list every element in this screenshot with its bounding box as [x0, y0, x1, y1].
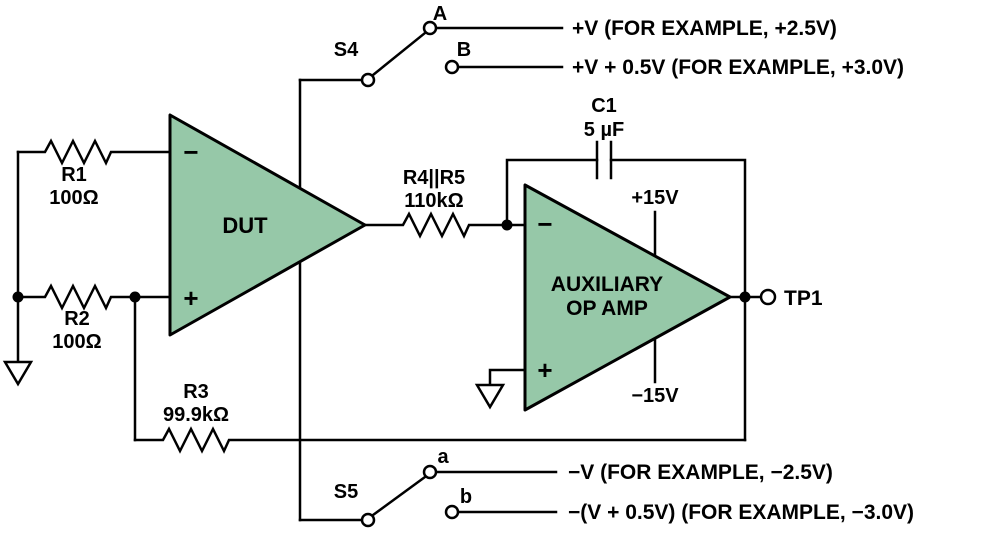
ground-symbol-aux	[474, 383, 506, 410]
r2-name-label: R2	[64, 308, 90, 330]
supply-neg-a-label: −V (FOR EXAMPLE, −2.5V)	[568, 461, 833, 484]
s5-switch-arm	[371, 475, 427, 517]
wire-aux-plus-ground	[488, 368, 527, 387]
r4r5-name-label: R4||R5	[403, 167, 465, 189]
dut-minus-input-label: −	[183, 137, 198, 167]
junction-dot-feedback	[129, 291, 141, 303]
s4-label: S4	[334, 39, 359, 61]
s4-contact-a-label: A	[433, 3, 447, 25]
wires	[16, 26, 763, 522]
s5-label: S5	[334, 481, 358, 503]
junction-dot-aux-input	[501, 219, 513, 231]
s4-switch-arm	[371, 31, 427, 77]
wire-c1-right	[609, 158, 747, 442]
aux-label-line1: AUXILIARY	[551, 273, 663, 296]
junction-dot-left	[12, 291, 24, 303]
s5-contact-a-label: a	[437, 446, 449, 468]
s5-contact-b-label: b	[460, 486, 472, 508]
s5-pole-terminal	[360, 512, 376, 528]
resistor-r3	[133, 426, 747, 454]
junction-dot-output	[739, 291, 751, 303]
r4r5-value-label: 110kΩ	[404, 190, 463, 212]
dut-label: DUT	[222, 213, 268, 238]
s4-pole-terminal	[360, 72, 376, 88]
supply-pos-b-label: +V + 0.5V (FOR EXAMPLE, +3.0V)	[572, 56, 904, 79]
resistor-r4r5	[363, 211, 527, 239]
aux-minus-input-label: −	[537, 209, 552, 239]
s5-contact-a-terminal	[422, 464, 438, 480]
c1-name-label: C1	[591, 95, 617, 117]
auxiliary-opamp	[523, 183, 732, 412]
r1-value-label: 100Ω	[49, 187, 98, 209]
dut-opamp	[168, 113, 367, 337]
tp1-label: TP1	[784, 287, 823, 310]
supply-pos-a-label: +V (FOR EXAMPLE, +2.5V)	[572, 17, 837, 40]
aux-plus-input-label: +	[537, 355, 552, 385]
aux-supply-neg-label: −15V	[631, 385, 679, 407]
c1-value-label: 5 µF	[584, 119, 624, 141]
r3-name-label: R3	[183, 381, 209, 403]
s4-contact-b-label: B	[457, 39, 471, 61]
resistor-r1	[16, 138, 172, 166]
s4-contact-a-terminal	[422, 20, 438, 36]
r1-name-label: R1	[61, 164, 87, 186]
s4-contact-b-terminal	[444, 59, 460, 75]
ground-symbol-left	[2, 360, 34, 387]
resistor-r2	[16, 283, 172, 311]
r2-value-label: 100Ω	[52, 331, 101, 353]
r3-value-label: 99.9kΩ	[163, 404, 229, 426]
wire-c1-left	[505, 158, 599, 227]
aux-supply-pos-label: +15V	[631, 187, 679, 209]
tp1-terminal	[759, 288, 777, 306]
supply-neg-b-label: −(V + 0.5V) (FOR EXAMPLE, −3.0V)	[568, 501, 914, 524]
labels: S4 A B +V (FOR EXAMPLE, +2.5V) +V + 0.5V…	[49, 3, 914, 524]
aux-label-line2: OP AMP	[566, 297, 648, 320]
dut-plus-input-label: +	[183, 283, 198, 313]
s5-contact-b-terminal	[444, 504, 460, 520]
